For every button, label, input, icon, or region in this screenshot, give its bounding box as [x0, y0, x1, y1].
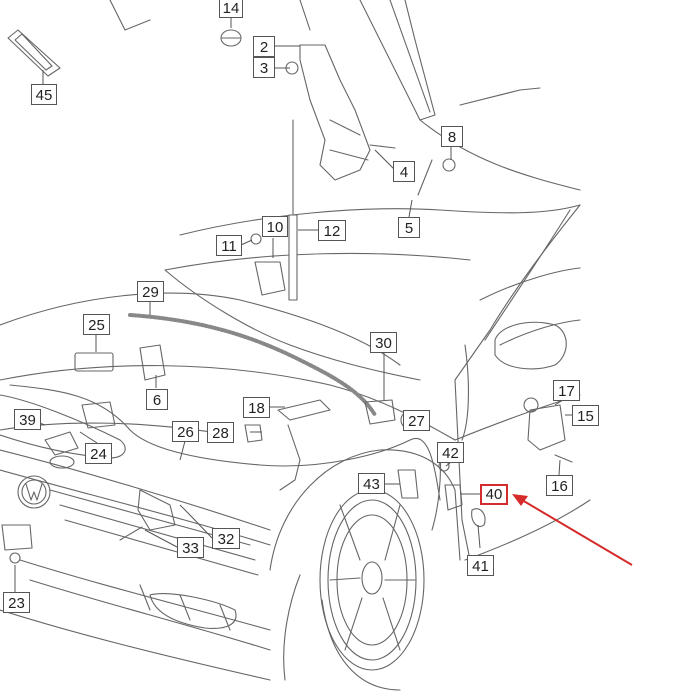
- callout-28: 28: [207, 422, 234, 443]
- callout-17: 17: [553, 380, 580, 401]
- callout-43: 43: [358, 473, 385, 494]
- vw-emblem: [17, 475, 51, 509]
- seal-strip: [128, 313, 377, 417]
- callout-33: 33: [177, 537, 204, 558]
- callout-45: 45: [31, 84, 57, 105]
- callout-2: 2: [253, 36, 275, 57]
- windshield-line: [459, 87, 541, 106]
- callout-29: 29: [137, 281, 164, 302]
- headlight: [0, 394, 126, 459]
- bumper-top: [0, 449, 271, 531]
- leader-lines: [14, 18, 575, 592]
- callout-12: 12: [318, 220, 346, 241]
- callout-3: 3: [253, 57, 275, 78]
- callout-8: 8: [441, 126, 463, 147]
- callout-39: 39: [14, 409, 41, 430]
- callout-30: 30: [370, 332, 397, 353]
- callout-26: 26: [172, 421, 199, 442]
- callout-15: 15: [572, 405, 599, 426]
- side-mirror: [494, 321, 567, 370]
- hood-outline: [359, 0, 436, 121]
- part-25: [74, 352, 114, 372]
- callout-6: 6: [146, 389, 168, 410]
- callout-42: 42: [437, 442, 464, 463]
- callout-40-highlighted: 40: [480, 484, 508, 505]
- part-15-bracket: [527, 404, 566, 451]
- callout-10: 10: [262, 216, 288, 237]
- callout-5: 5: [398, 217, 420, 238]
- callout-25: 25: [83, 314, 110, 335]
- fender-line: [454, 379, 471, 561]
- callout-24: 24: [85, 443, 112, 464]
- callout-4: 4: [393, 161, 415, 182]
- release-cable: [9, 384, 441, 501]
- callout-23: 23: [3, 592, 30, 613]
- callout-14: 14: [219, 0, 243, 18]
- callout-18: 18: [243, 397, 270, 418]
- callout-32: 32: [212, 528, 240, 549]
- part-45-pad: [7, 29, 61, 77]
- gas-strut-body: [288, 214, 298, 301]
- hood-front-edge: [0, 292, 401, 366]
- callout-27: 27: [403, 410, 430, 431]
- hinge-bracket: [299, 44, 371, 181]
- callout-11: 11: [216, 235, 242, 256]
- callout-41: 41: [467, 555, 494, 576]
- callout-16: 16: [546, 475, 573, 496]
- highlight-arrow: [512, 494, 633, 566]
- fog-lamp: [149, 593, 237, 629]
